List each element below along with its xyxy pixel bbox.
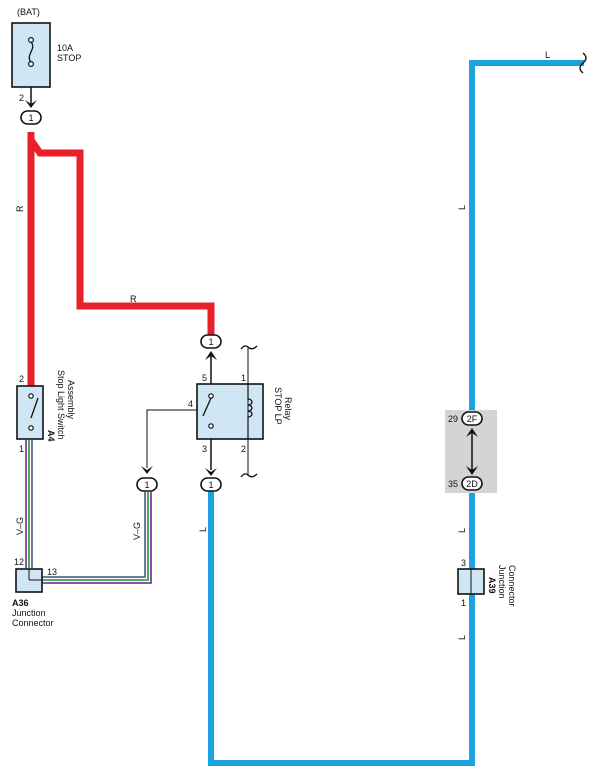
fuse-terminal-bottom — [28, 60, 35, 67]
fuse-box — [11, 22, 51, 88]
relay-bottom-connector-oval — [200, 477, 222, 492]
vg-connector-number: 1 — [144, 480, 149, 490]
vg-wire-a36-conn-slate — [42, 492, 146, 578]
a39-name-line1: Junction — [497, 565, 507, 599]
inline-bottom-arrow-icon — [466, 466, 478, 475]
fuse-pin: 2 — [19, 93, 24, 103]
vg-wire-a36-conn-green — [42, 492, 149, 581]
switch-name-line1: Stop Light Switch — [56, 370, 66, 440]
switch-pin-top: 2 — [19, 374, 24, 384]
a36-pin-left: 12 — [14, 557, 24, 567]
relay-contact-arm — [202, 397, 212, 417]
switch-contact-top — [28, 393, 34, 399]
a36-pin-right: 13 — [47, 567, 57, 577]
vg-connector-oval — [136, 477, 158, 492]
relay-pin1: 1 — [241, 373, 246, 383]
inline-top-code: 2F — [467, 414, 478, 424]
relay-contact-top — [208, 393, 214, 399]
a39-pin-top: 3 — [461, 558, 466, 568]
a39-name-line2: Connector — [507, 565, 517, 607]
vg-label-right: V–G — [132, 522, 142, 540]
relay-pin3: 3 — [202, 444, 207, 454]
fuse-rating: 10A — [57, 43, 73, 53]
blue-label-top: L — [545, 50, 550, 60]
relay-pin4: 4 — [188, 399, 193, 409]
relay-bottom-arrow-icon — [205, 468, 217, 476]
a39-pin-bottom: 1 — [461, 598, 466, 608]
switch-contact-bottom — [28, 425, 34, 431]
vg-label-left: V–G — [15, 517, 25, 535]
relay-name-line2: Relay — [283, 397, 293, 421]
inline-bottom-pin: 35 — [448, 479, 458, 489]
relay-top-connector-number: 1 — [208, 337, 213, 347]
inline-bottom-code: 2D — [466, 479, 478, 489]
red-wire-label-vertical: R — [15, 205, 25, 212]
fuse-arrow-icon — [25, 100, 37, 108]
relay-top-arrow-icon — [205, 351, 217, 360]
fuse-name: STOP — [57, 53, 81, 63]
a36-code: A36 — [12, 598, 29, 608]
relay-pin2: 2 — [241, 444, 246, 454]
blue-wire-continuation-tilde — [579, 52, 587, 74]
vg-connector-arrow-icon — [141, 466, 153, 474]
fuse-terminal-top — [28, 36, 35, 43]
blue-label-upper-right: L — [457, 205, 467, 210]
fuse-connector-oval — [20, 110, 42, 125]
a36-name-line1: Junction — [12, 608, 46, 618]
switch-code: A4 — [46, 430, 56, 442]
switch-arm — [30, 397, 39, 419]
vg-wire-a36-conn-purple — [42, 492, 152, 584]
power-source-label: (BAT) — [17, 7, 40, 17]
relay-top-connector-oval — [200, 334, 222, 349]
switch-name-line2: Assembly — [66, 380, 76, 420]
fuse-connector-number: 1 — [28, 113, 33, 123]
red-wire-label-horizontal: R — [130, 294, 137, 304]
inline-bottom-oval — [461, 476, 483, 491]
switch-pin-bottom: 1 — [19, 444, 24, 454]
a39-code: A39 — [487, 577, 497, 594]
fuse-element-icon — [28, 41, 34, 63]
blue-label-relay: L — [198, 527, 208, 532]
relay-name-line1: STOP LP — [273, 387, 283, 425]
relay-coil-icon — [247, 398, 253, 418]
blue-wire — [208, 60, 584, 766]
inline-top-pin: 29 — [448, 414, 458, 424]
red-wire-to-relay — [28, 138, 215, 336]
inline-top-arrow-icon — [466, 428, 478, 437]
blue-label-lower-right: L — [457, 635, 467, 640]
relay-pin4-line — [146, 409, 197, 468]
a36-name-line2: Connector — [12, 618, 54, 628]
relay-bracket-bottom-tilde — [240, 473, 258, 478]
inline-top-oval — [461, 411, 483, 426]
relay-bottom-connector-number: 1 — [208, 480, 213, 490]
relay-pin5: 5 — [202, 373, 207, 383]
relay-contact-bottom — [208, 423, 214, 429]
blue-label-mid-right: L — [457, 528, 467, 533]
relay-box — [196, 383, 264, 440]
relay-bracket-top-tilde — [240, 345, 258, 350]
